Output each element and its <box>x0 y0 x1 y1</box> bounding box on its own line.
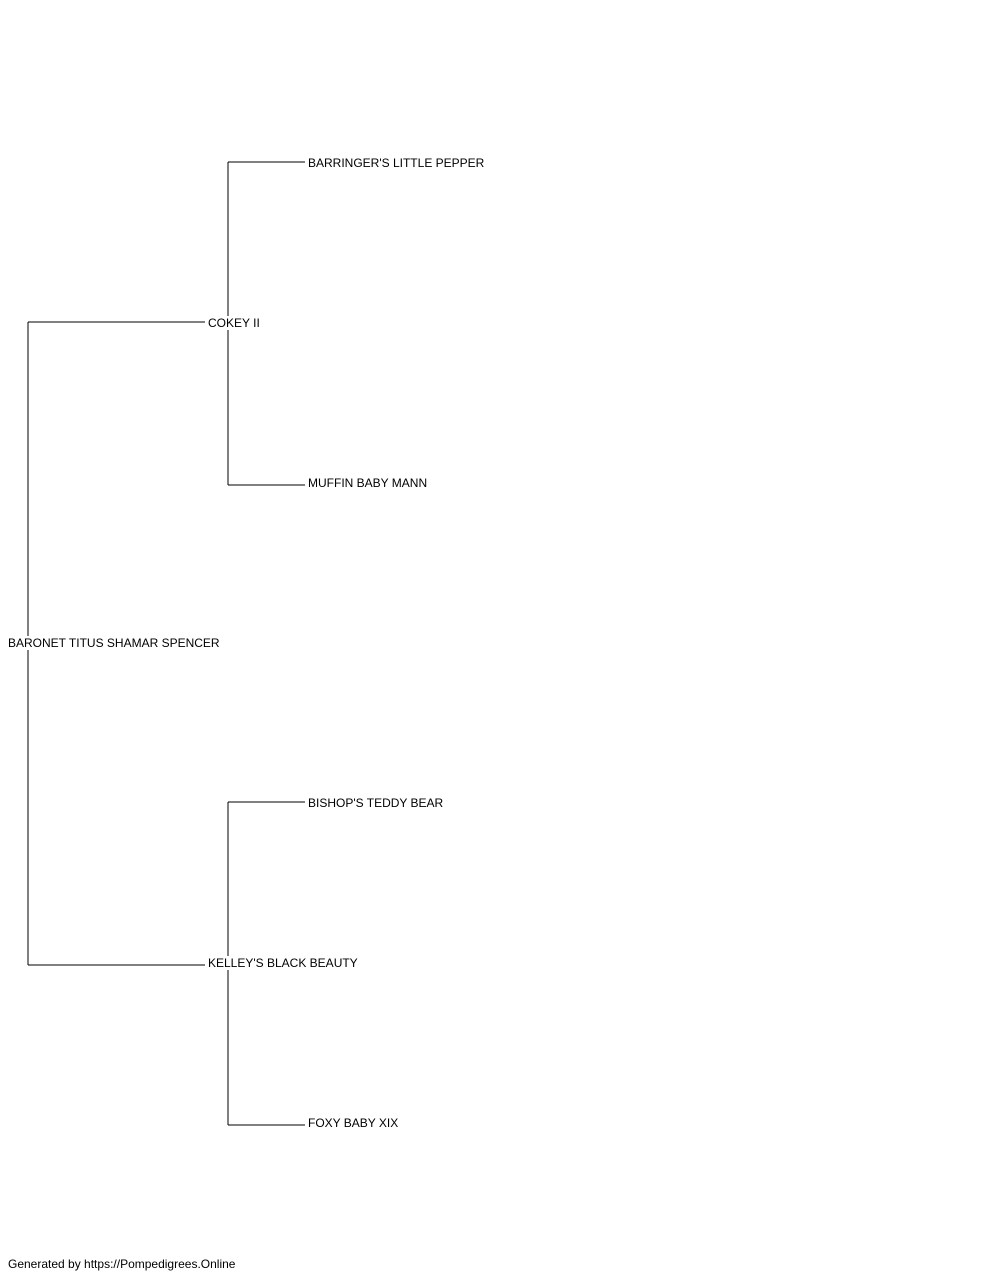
generated-by-footer: Generated by https://Pompedigrees.Online <box>8 1257 236 1271</box>
maternal-granddam-name: FOXY BABY XIX <box>308 1116 400 1130</box>
paternal-grandsire-name: BARRINGER'S LITTLE PEPPER <box>308 156 486 170</box>
dam-name: KELLEY'S BLACK BEAUTY <box>208 956 359 970</box>
sire-name: COKEY II <box>208 316 261 330</box>
paternal-granddam-name: MUFFIN BABY MANN <box>308 476 429 490</box>
subject-name: BARONET TITUS SHAMAR SPENCER <box>8 636 221 650</box>
maternal-grandsire-name: BISHOP'S TEDDY BEAR <box>308 796 445 810</box>
